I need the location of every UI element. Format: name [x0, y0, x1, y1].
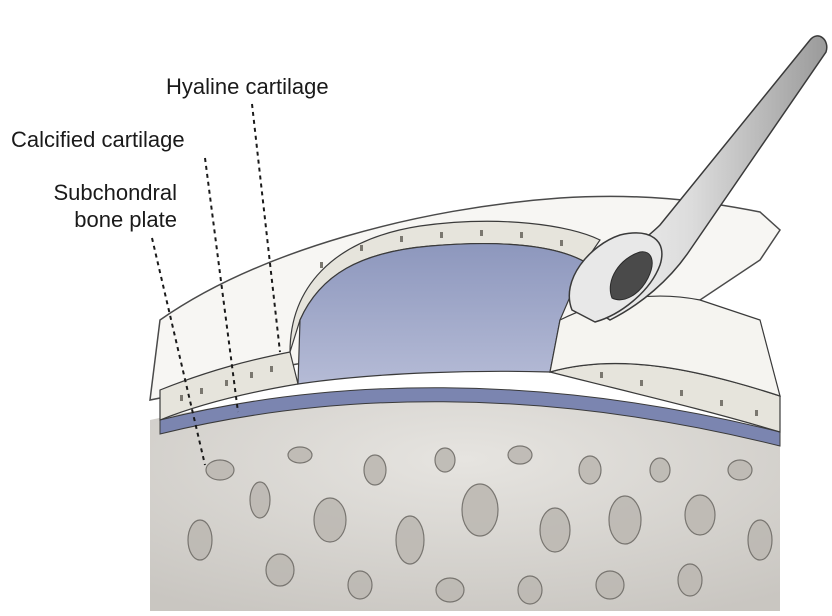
label-hyaline-cartilage: Hyaline cartilage: [166, 74, 329, 100]
label-calcified-cartilage: Calcified cartilage: [11, 127, 185, 153]
label-subchondral-line2: bone plate: [19, 207, 177, 233]
label-subchondral-line1: Subchondral: [19, 180, 177, 206]
